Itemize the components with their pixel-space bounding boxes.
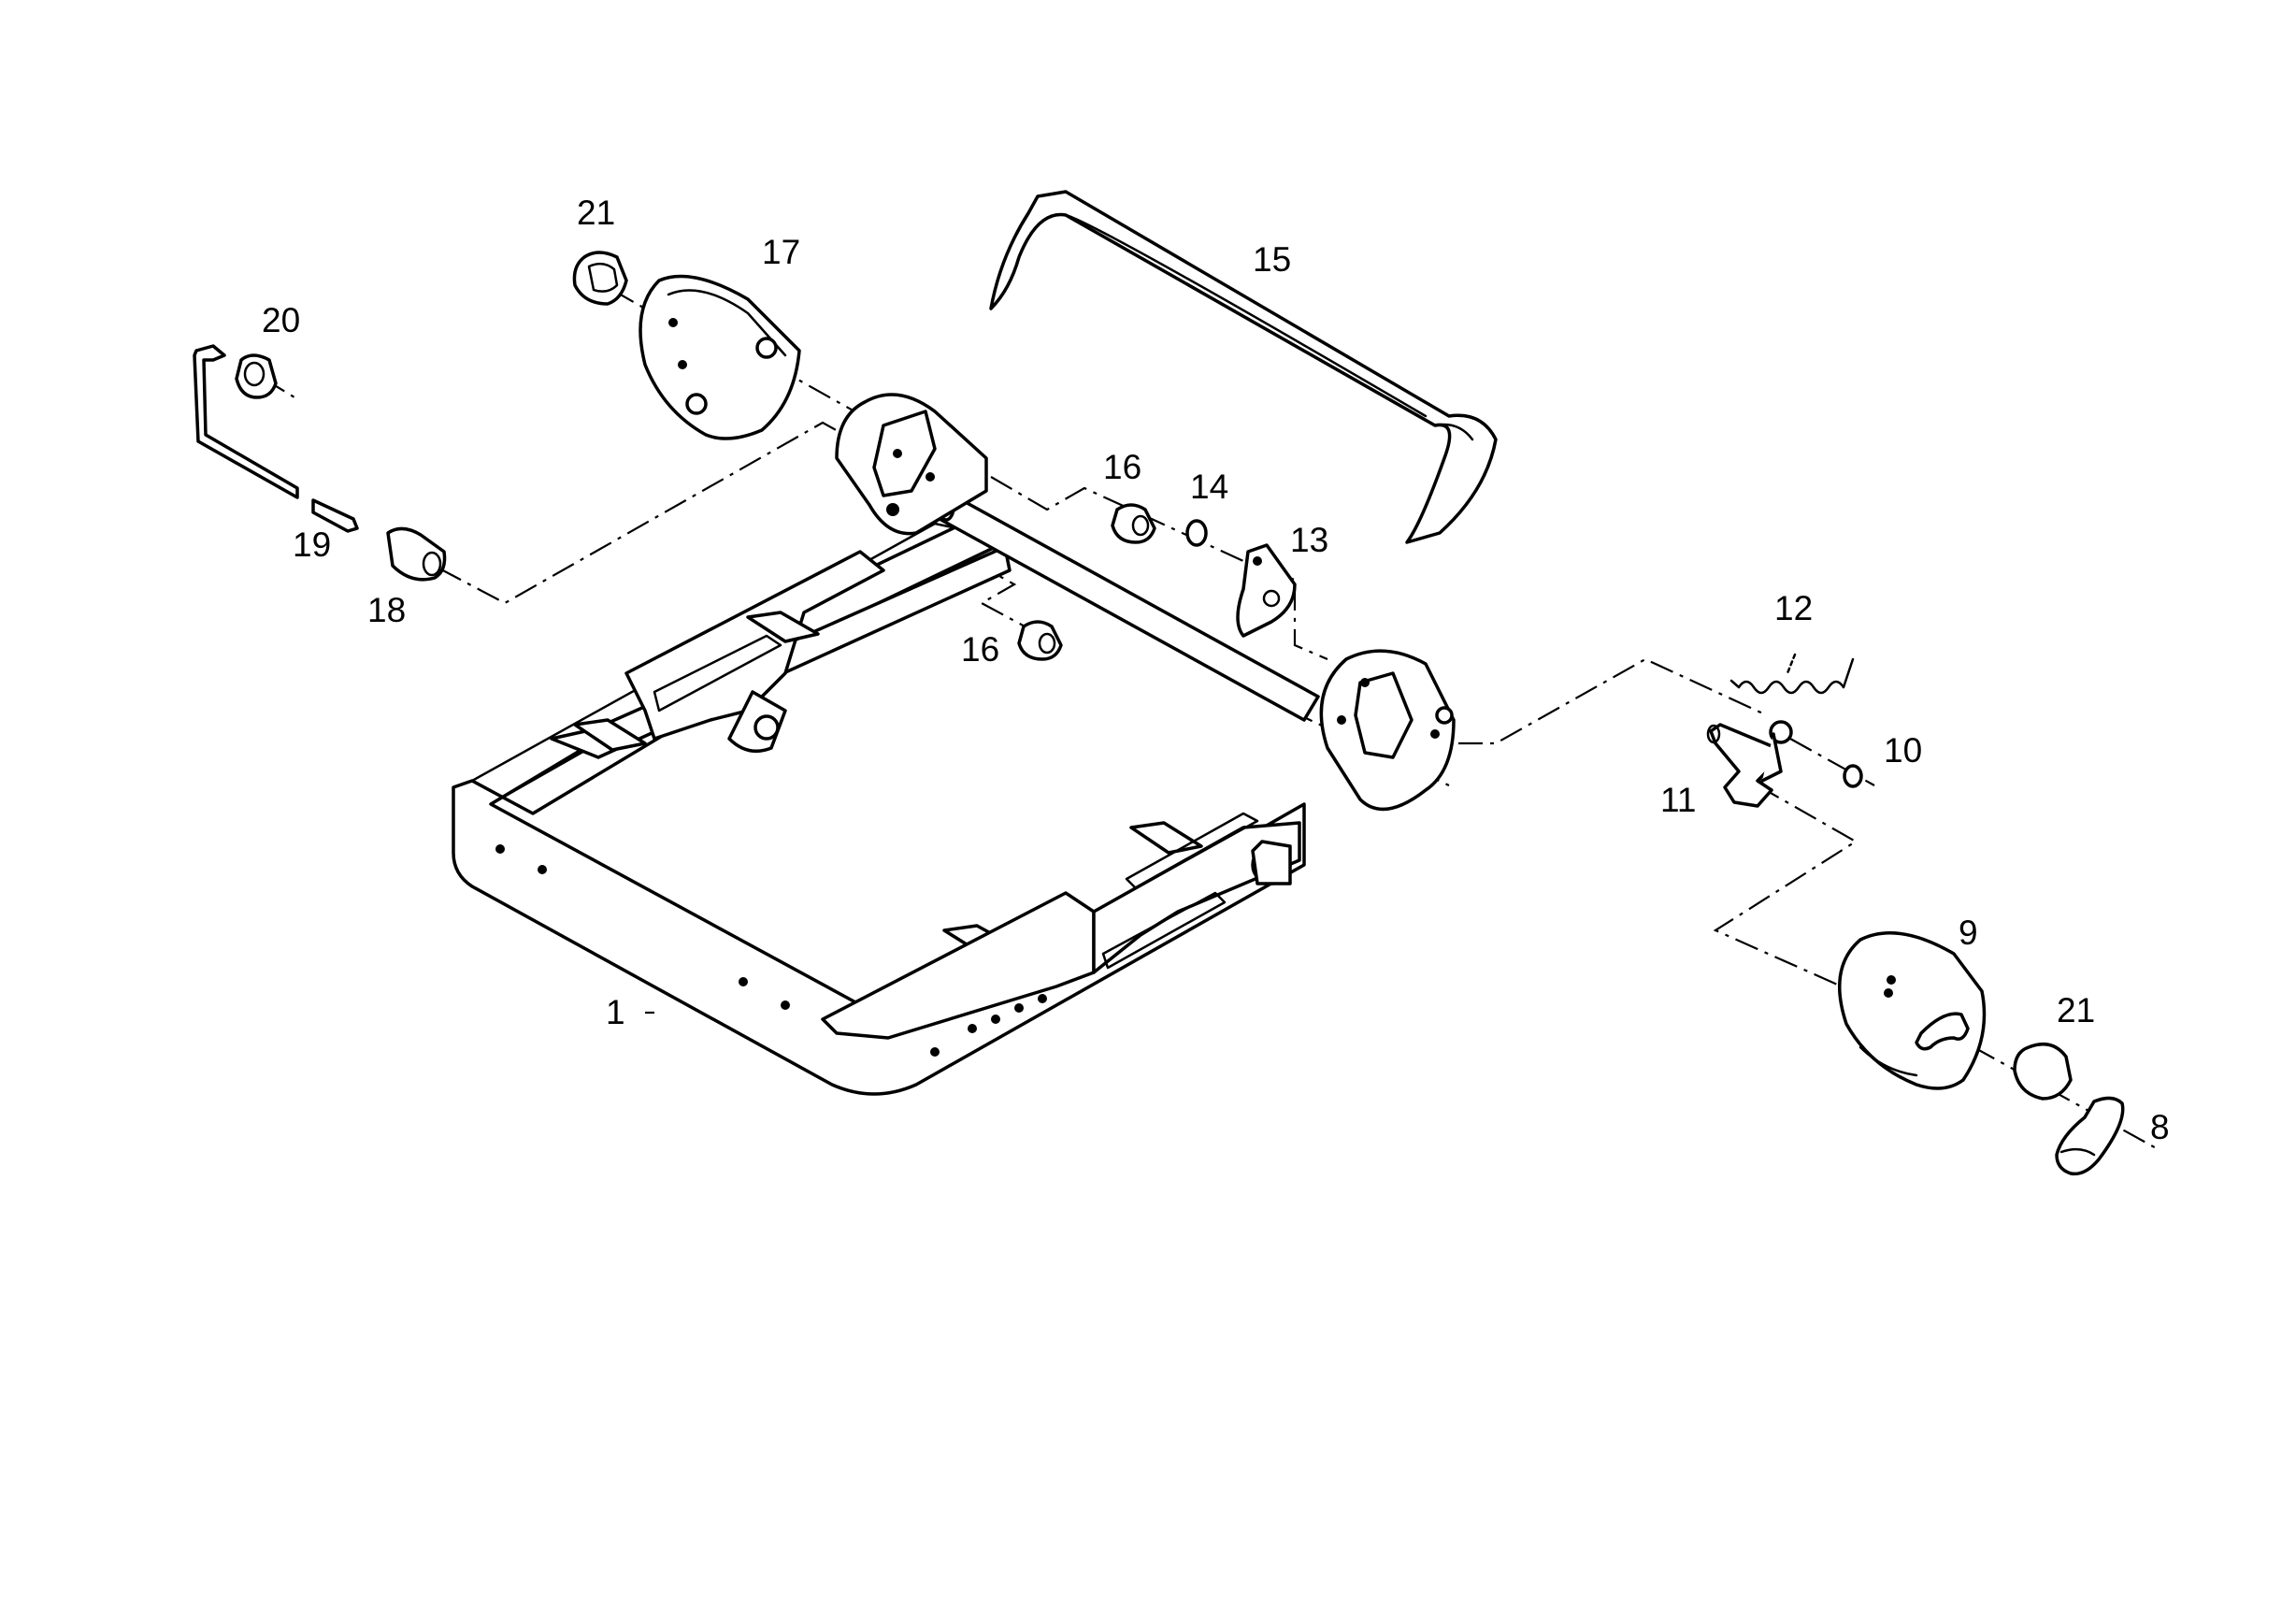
side-trim-17 bbox=[639, 274, 801, 440]
callout-9: 9 bbox=[1959, 914, 1978, 952]
washer-10 bbox=[1843, 764, 1863, 788]
callout-21-lower: 21 bbox=[2057, 991, 2095, 1029]
cap-21-upper bbox=[572, 251, 628, 306]
leader-12 bbox=[1458, 657, 1768, 745]
side-trim-9 bbox=[1837, 930, 1987, 1090]
callout-19: 19 bbox=[293, 525, 331, 564]
callout-13: 13 bbox=[1290, 521, 1328, 559]
callout-labels: 1 8 9 10 11 12 13 14 15 16 16 17 18 19 2… bbox=[262, 194, 2170, 1146]
bushing-20 bbox=[235, 353, 278, 399]
lever-11 bbox=[1706, 720, 1793, 808]
callout-17: 17 bbox=[762, 233, 800, 271]
callout-16-upper: 16 bbox=[1103, 448, 1141, 486]
handle-8 bbox=[2055, 1096, 2125, 1176]
callout-20: 20 bbox=[262, 301, 300, 339]
bushing-16-upper bbox=[1111, 503, 1156, 544]
left-pivot-bracket bbox=[835, 393, 988, 536]
callout-8: 8 bbox=[2150, 1108, 2170, 1146]
knob-18 bbox=[386, 526, 447, 582]
leader-11-9 bbox=[1713, 784, 1858, 988]
callout-14: 14 bbox=[1190, 468, 1228, 506]
callout-12: 12 bbox=[1774, 589, 1813, 627]
ring-14 bbox=[1185, 519, 1208, 547]
plate-13 bbox=[1236, 543, 1297, 638]
spring-12 bbox=[1729, 653, 1855, 695]
leader-10 bbox=[1789, 738, 1875, 786]
seat-frame-part bbox=[452, 522, 1306, 1096]
callout-18: 18 bbox=[367, 591, 406, 629]
callout-16-lower: 16 bbox=[961, 630, 999, 669]
leader-16a-14-13 bbox=[990, 476, 1328, 661]
right-pivot-bracket bbox=[1319, 649, 1456, 812]
cover-part bbox=[989, 190, 1498, 544]
cap-21-lower bbox=[2013, 1042, 2073, 1101]
leader-18-frame bbox=[438, 421, 870, 605]
callout-1: 1 bbox=[606, 993, 625, 1031]
rod-19 bbox=[193, 344, 359, 533]
callout-15: 15 bbox=[1253, 240, 1291, 279]
callout-21-upper: 21 bbox=[577, 194, 615, 232]
bushing-16-lower bbox=[1017, 620, 1063, 661]
callout-11: 11 bbox=[1660, 781, 1696, 819]
callout-10: 10 bbox=[1884, 731, 1922, 770]
